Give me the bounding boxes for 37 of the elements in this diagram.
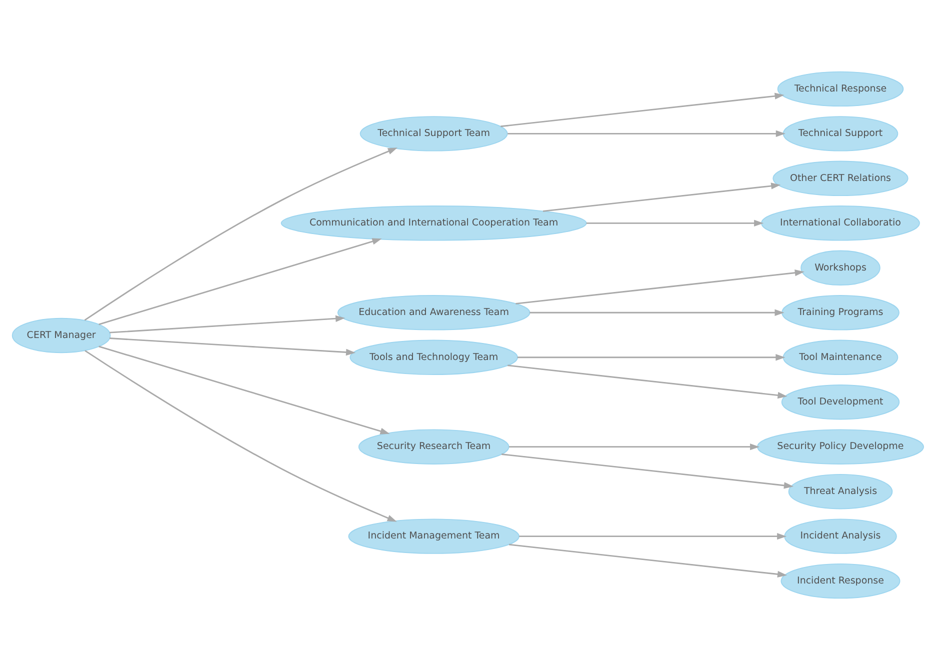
node-ellipse: Tool Maintenance bbox=[782, 339, 898, 374]
node-ellipse: Technical Support Team bbox=[360, 116, 508, 151]
node-ellipse: Security Research Team bbox=[358, 428, 510, 464]
node-ellipse: Security Policy Developme bbox=[756, 428, 924, 464]
node-ellipse: Education and Awareness Team bbox=[337, 294, 530, 330]
node-ellipse: CERT Manager bbox=[12, 317, 111, 353]
arrow bbox=[508, 130, 786, 137]
arrow bbox=[84, 350, 397, 522]
node-ellipse: International Collaboratio bbox=[761, 205, 920, 240]
node-ellipse: Other CERT Relations bbox=[772, 160, 908, 196]
arrow bbox=[519, 532, 787, 540]
node-ellipse: Technical Support bbox=[782, 116, 898, 151]
arrow bbox=[500, 92, 784, 127]
node-ellipse: Incident Management Team bbox=[348, 518, 520, 554]
node-ellipse: Incident Response bbox=[780, 562, 900, 598]
arrow bbox=[517, 354, 786, 360]
node-ellipse: Tools and Technology Team bbox=[350, 339, 518, 374]
node-ellipse: Threat Analysis bbox=[788, 473, 893, 509]
node-ellipse: Workshops bbox=[800, 250, 880, 285]
node-ellipse: Incident Analysis bbox=[784, 518, 897, 554]
arrow bbox=[508, 364, 788, 398]
arrow bbox=[508, 543, 788, 578]
arrow bbox=[98, 345, 390, 434]
node-ellipse: Tool Development bbox=[781, 384, 900, 420]
arrow bbox=[110, 314, 346, 333]
node-ellipse: Technical Response bbox=[777, 70, 904, 106]
arrow bbox=[516, 269, 804, 304]
node-ellipse: Communication and International Cooperation Team bbox=[280, 205, 587, 240]
arrow bbox=[586, 219, 764, 226]
arrow bbox=[530, 308, 784, 316]
arrow bbox=[502, 453, 794, 488]
arrow bbox=[84, 147, 398, 320]
node-ellipse: Training Programs bbox=[782, 294, 900, 330]
arrow bbox=[509, 443, 760, 450]
arrow bbox=[98, 238, 382, 325]
arrow bbox=[542, 182, 781, 212]
arrow bbox=[110, 337, 356, 356]
